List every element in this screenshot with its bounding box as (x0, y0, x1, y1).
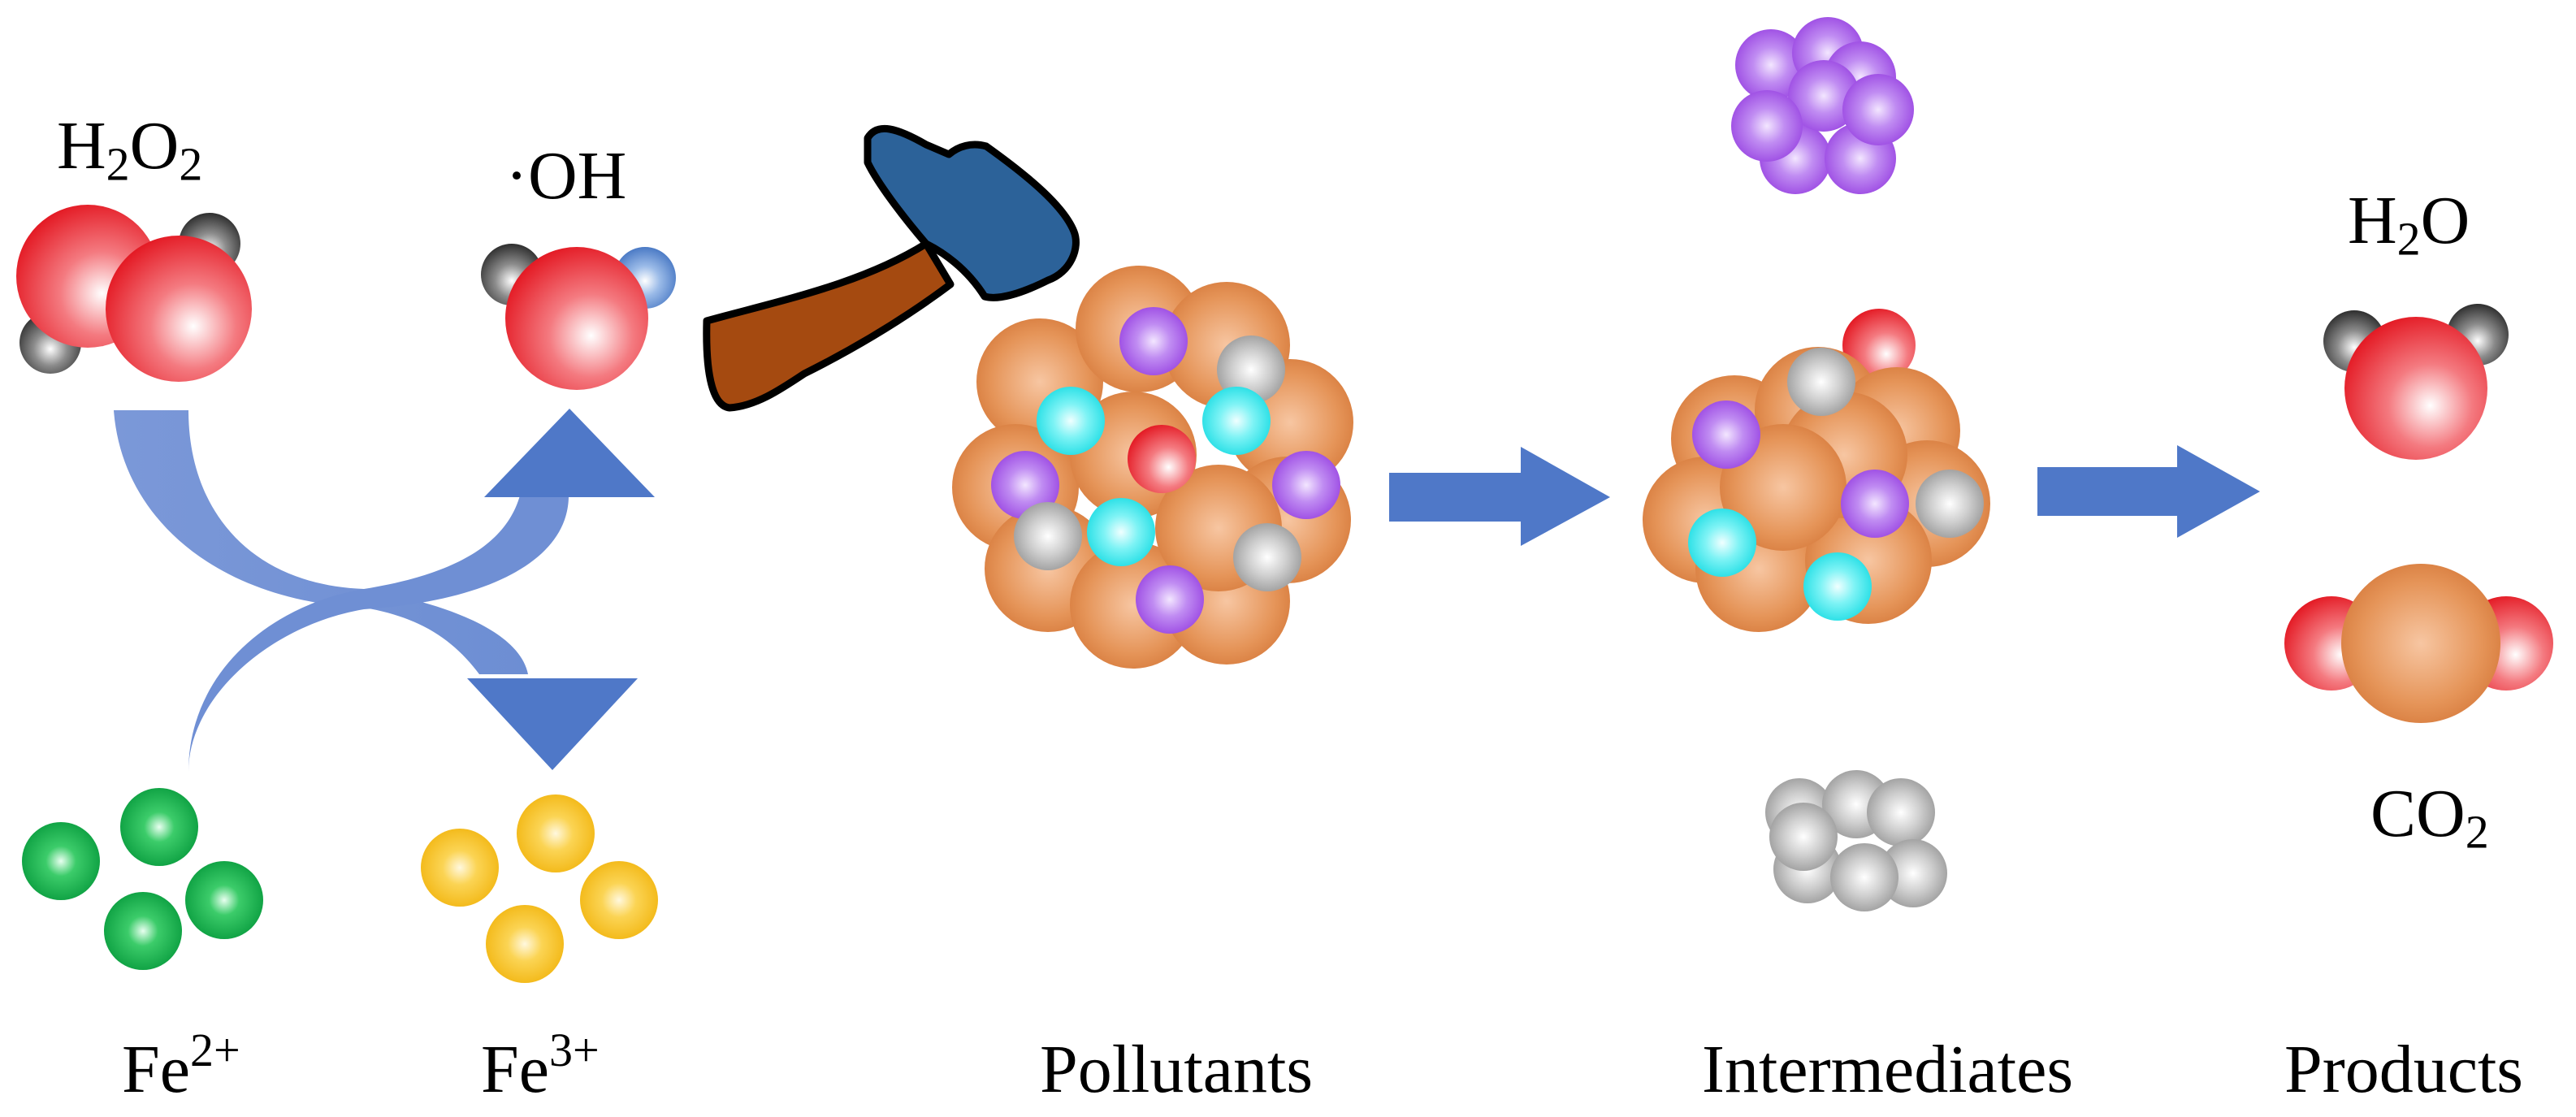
process-arrow-2 (2037, 445, 2260, 538)
silver-atom (1916, 470, 1984, 538)
pollutant-cluster (952, 266, 1353, 669)
fe2-label: Fe2+ (122, 1024, 240, 1107)
fe3-ion (486, 905, 564, 983)
intermediates-label: Intermediates (1702, 1032, 2074, 1107)
hammer-head (864, 124, 1080, 301)
fe2-ion (120, 788, 198, 866)
silver-atom (1769, 803, 1838, 871)
fe2-ion (104, 892, 182, 970)
purple-atom (1842, 74, 1914, 145)
purple-atom (1731, 90, 1803, 162)
purple-atom (1692, 400, 1760, 469)
purple-atom (1788, 60, 1859, 132)
process-arrow-1 (1389, 447, 1610, 546)
purple-atom (1272, 451, 1340, 519)
cyan-atom (1037, 387, 1105, 455)
fe2-ion (22, 822, 100, 900)
water-oxygen (2344, 317, 2487, 460)
fe3-ions (421, 794, 658, 983)
hammer-handle (703, 240, 955, 412)
hydroxyl-radical-molecule (481, 244, 676, 390)
h2o2-to-fe3-arrow-body (114, 410, 528, 674)
carbon-dioxide-molecule (2284, 564, 2553, 723)
intermediate-purple-cluster (1731, 17, 1914, 194)
silver-atom (1867, 778, 1935, 846)
cyan-atom (1202, 387, 1271, 455)
fe3-ion (517, 794, 595, 872)
silver-atom (1233, 523, 1301, 591)
water-label: H2O (2348, 183, 2470, 266)
silver-atom (1217, 336, 1285, 404)
fe3-ion (580, 861, 658, 939)
purple-atom (991, 451, 1059, 519)
h2o2-molecule (16, 205, 252, 382)
cyan-atom (1087, 498, 1155, 566)
fe3-label: Fe3+ (481, 1024, 600, 1107)
cyan-atom (1688, 509, 1756, 577)
co2-carbon (2341, 564, 2500, 723)
fe2-to-oh-arrow-body (114, 496, 569, 772)
silver-atom (1787, 348, 1855, 416)
oxygen-atom (1128, 425, 1196, 493)
h2o2-oxygen-right (106, 236, 252, 382)
cyan-atom (1803, 552, 1872, 621)
silver-atom (1014, 502, 1082, 570)
fe3-arrowhead (467, 678, 638, 770)
purple-atom (1119, 307, 1188, 375)
products-label: Products (2284, 1032, 2523, 1107)
intermediate-main-cluster (1643, 309, 1990, 632)
hydroxyl-radical-label: ·OH (505, 138, 627, 214)
pollutants-label: Pollutants (1040, 1032, 1314, 1107)
fenton-cycle-arrows (114, 409, 655, 772)
fe2-ion (185, 861, 263, 939)
h2o2-label: H2O2 (57, 108, 203, 191)
intermediate-silver-cluster (1765, 770, 1947, 911)
water-molecule (2323, 304, 2509, 460)
purple-atom (1136, 565, 1204, 634)
oh-arrowhead (484, 409, 655, 497)
fe3-ion (421, 829, 499, 907)
silver-atom (1830, 843, 1898, 911)
hammer-icon (703, 124, 1080, 412)
fe2-ions (22, 788, 263, 970)
purple-atom (1841, 470, 1909, 538)
purple-atom (1735, 29, 1807, 101)
silver-atom (1879, 839, 1947, 907)
co2-label: CO2 (2370, 776, 2489, 859)
oh-oxygen (505, 247, 648, 390)
